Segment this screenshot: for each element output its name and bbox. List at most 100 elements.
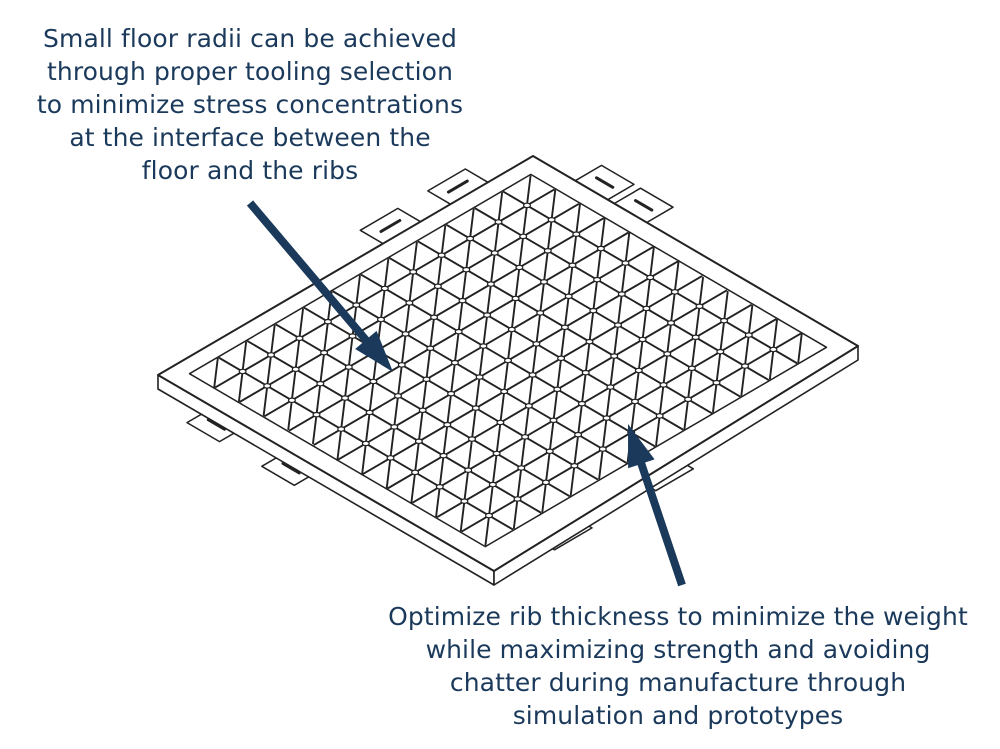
rib-node (687, 365, 696, 372)
rib-node (663, 351, 672, 357)
annotation-line: floor and the ribs (141, 156, 359, 185)
rib-node (394, 393, 403, 399)
rib-node (443, 421, 452, 428)
rib-node (511, 295, 520, 302)
grid-rib (459, 191, 504, 532)
rib-node (621, 260, 630, 266)
rib-node (238, 368, 247, 375)
annotation-line: Optimize rib thickness to minimize the w… (388, 602, 968, 631)
rib-node (666, 320, 675, 326)
rib-node (418, 407, 427, 414)
rib-node (494, 219, 503, 225)
annotation-line: at the interface between the (69, 123, 431, 152)
rib-node (462, 266, 471, 273)
rib-node (630, 398, 639, 405)
rib-node (602, 415, 611, 421)
arrow-pointer-icon (246, 200, 393, 372)
tab-slot (634, 199, 654, 212)
grid-rib (410, 225, 447, 504)
rib-node (320, 349, 329, 356)
rib-node (553, 386, 562, 393)
annotation-line: through proper tooling selection (46, 57, 454, 86)
floor-radii-annotation: Small floor radii can be achieved throug… (10, 22, 490, 187)
tab-slot (281, 461, 301, 475)
panel-inner-rim (188, 173, 828, 548)
rib-node (263, 383, 272, 389)
rib-node (344, 364, 353, 370)
rib-thickness-annotation: Optimize rib thickness to minimize the w… (358, 600, 998, 732)
rib-node (450, 359, 459, 366)
rib-node (492, 450, 501, 457)
rib-node (581, 369, 590, 376)
rib-node (519, 233, 528, 240)
rib-node (610, 353, 619, 359)
rib-node (606, 384, 615, 390)
rib-node (541, 479, 550, 486)
rib-node (414, 438, 423, 445)
rib-node (543, 248, 552, 254)
rib-node (613, 322, 622, 328)
rib-node (468, 436, 477, 442)
rib-node (634, 367, 643, 374)
rib-node (267, 352, 276, 358)
grid-rib (569, 217, 606, 496)
rib-node (513, 496, 522, 502)
rib-node (447, 390, 456, 397)
rib-node (720, 317, 729, 324)
rib-node (528, 372, 537, 378)
rib-node (486, 281, 495, 287)
rib-node (740, 363, 749, 369)
annotation-line: while maximizing strength and avoiding (425, 635, 931, 664)
rib-node (430, 314, 439, 321)
annotation-line: to minimize stress concentrations (36, 90, 464, 119)
rib-node (712, 379, 721, 386)
rib-node (386, 455, 395, 461)
rib-node (426, 345, 435, 352)
annotation-line: simulation and prototypes (512, 701, 844, 730)
rib-node (312, 411, 321, 418)
rib-node (570, 462, 579, 469)
rib-node (585, 338, 594, 345)
rib-node (397, 362, 406, 368)
grid-rib (512, 189, 557, 530)
rib-node (549, 417, 558, 424)
rib-node (337, 426, 346, 432)
rib-node (545, 448, 554, 455)
rib-node (369, 378, 378, 385)
grid-rib (361, 258, 390, 476)
rib-node (380, 285, 389, 292)
rib-node (454, 328, 463, 335)
rib-node (646, 274, 655, 281)
tab-slot (206, 418, 226, 431)
rib-node (390, 424, 399, 430)
rib-node (659, 382, 668, 388)
tab-slot (447, 179, 469, 194)
rib-node (670, 289, 679, 295)
grid-rib (312, 291, 333, 445)
rib-node (435, 483, 444, 490)
rib-node (716, 348, 725, 355)
rib-node (377, 316, 386, 323)
rib-node (524, 403, 533, 409)
rib-node (574, 431, 583, 438)
rib-node (490, 250, 499, 256)
rib-node (500, 388, 509, 395)
rib-node (577, 400, 586, 407)
rib-node (539, 279, 548, 285)
rib-node (287, 397, 296, 404)
rib-node (564, 293, 573, 300)
rib-node (433, 283, 442, 290)
rib-node (695, 303, 704, 310)
rib-node (437, 252, 446, 259)
rib-node (560, 324, 569, 331)
rib-node (507, 326, 516, 333)
tab-slot (595, 176, 615, 189)
rib-node (638, 336, 647, 343)
rib-node (341, 395, 350, 401)
rib-node (521, 434, 530, 440)
rib-node (479, 343, 488, 349)
rib-node (684, 396, 693, 403)
annotation-line: chatter during manufacture through (449, 668, 907, 697)
grid-rib (626, 245, 655, 463)
rib-node (572, 231, 581, 238)
